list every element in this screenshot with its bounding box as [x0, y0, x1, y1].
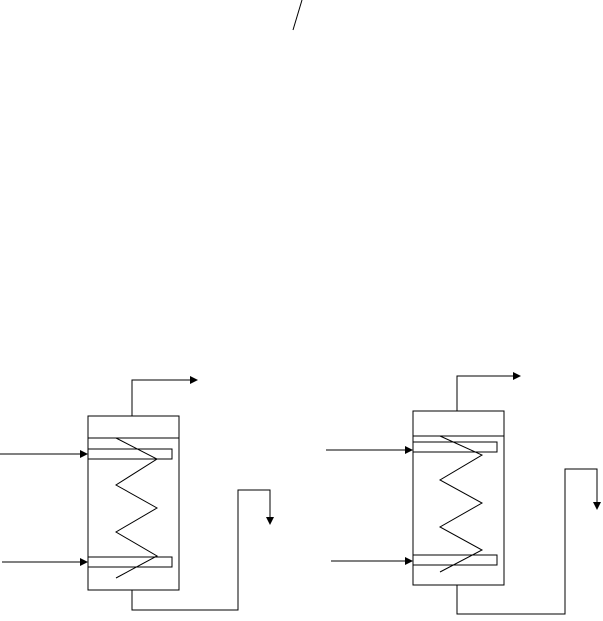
top-outlet-arrowhead: [190, 376, 198, 384]
upper-inlet-arrowhead: [80, 450, 88, 458]
top-outlet-arrowhead: [513, 372, 521, 380]
top-outlet-pipe: [456, 375, 514, 411]
heating-coil: [438, 435, 484, 573]
bottom-return-pipe: [131, 489, 271, 611]
upper-tube: [412, 441, 498, 453]
vessel-body: [412, 410, 505, 586]
lower-inlet-arrowhead: [80, 558, 88, 566]
bottom-return-pipe: [456, 468, 598, 615]
upper-tube: [87, 448, 173, 460]
return-arrowhead: [593, 502, 601, 510]
heating-coil: [115, 437, 159, 579]
top-outlet-pipe: [131, 379, 191, 416]
lower-inlet-arrowhead: [405, 557, 413, 565]
heater-unit-left: [0, 376, 274, 611]
return-arrowhead: [266, 517, 274, 525]
vessel-body: [87, 415, 180, 591]
stray-stroke: [292, 0, 303, 31]
upper-inlet-arrowhead: [405, 446, 413, 454]
lower-tube: [87, 556, 173, 568]
heater-unit-right: [326, 372, 601, 615]
lower-tube: [412, 554, 498, 566]
